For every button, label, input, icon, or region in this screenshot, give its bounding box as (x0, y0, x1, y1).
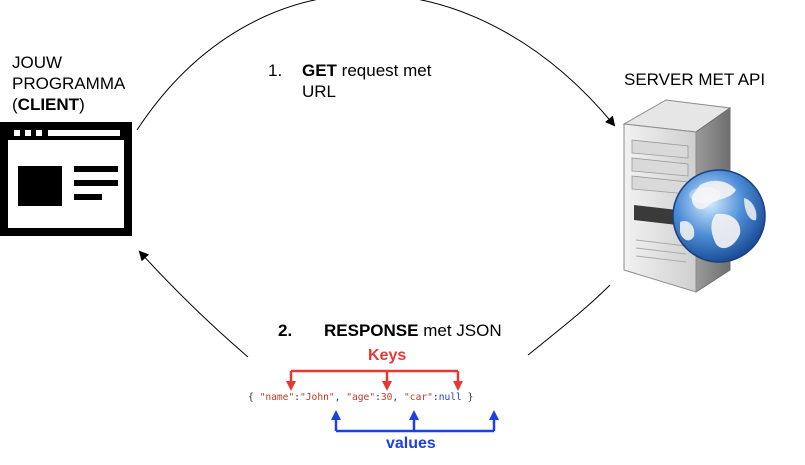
response-arrow (138, 250, 249, 358)
json-example: { "name":"John", "age":30, "car":null } (248, 392, 474, 403)
step-2-text: met JSON (418, 321, 502, 340)
json-key-name: "name" (259, 392, 295, 403)
program-window-icon (0, 122, 132, 236)
step-2-response: RESPONSE (324, 321, 419, 340)
keys-annotation: Keys (368, 347, 407, 364)
values-bracket (331, 410, 499, 433)
client-label-bold: CLIENT (17, 95, 80, 114)
step-2-number: 2. (278, 321, 293, 340)
step-2-label: 2. RESPONSE met JSON (278, 321, 502, 341)
json-key-age: "age" (346, 392, 376, 403)
json-value-john: "John" (300, 392, 335, 403)
server-label: SERVER MET API (624, 70, 766, 89)
client-label-line2: PROGRAMMA (12, 74, 126, 93)
client-label: JOUW PROGRAMMA (CLIENT) (12, 52, 125, 115)
json-key-car: "car" (404, 392, 433, 403)
step-1-text-line2: URL (302, 82, 337, 101)
request-arrow (136, 0, 616, 131)
client-label-line1: JOUW (12, 53, 63, 72)
json-value-30: 30 (380, 392, 393, 403)
keys-bracket (286, 369, 463, 391)
globe-icon (672, 169, 766, 263)
response-arrow-tail (527, 284, 611, 356)
step-1-number: 1. (268, 61, 283, 80)
values-annotation: values (386, 435, 436, 452)
step-1-text: request met (336, 61, 432, 80)
step-1-label: 1. GET request met URL (268, 60, 431, 102)
step-1-method: GET (302, 61, 337, 80)
client-label-line3: (CLIENT) (12, 95, 85, 114)
json-value-null: null (438, 392, 462, 403)
